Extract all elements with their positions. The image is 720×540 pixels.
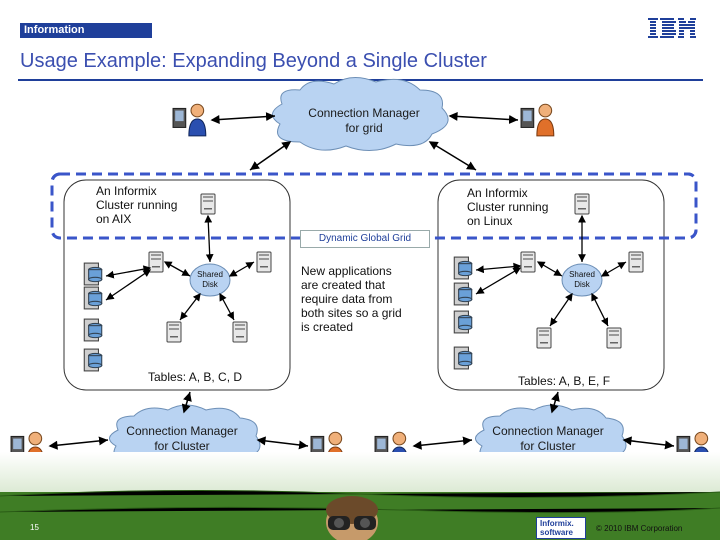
aix-shared-disk-label: Shared Disk bbox=[197, 270, 223, 289]
page-title: Usage Example: Expanding Beyond a Single… bbox=[20, 50, 487, 72]
linux-secondary-server-icon bbox=[520, 251, 536, 273]
aix-cluster-label: An Informix Cluster running on AIX bbox=[96, 184, 178, 226]
page-number: 15 bbox=[30, 523, 39, 532]
linux-shared-disk-label: Shared Disk bbox=[569, 270, 595, 289]
aix-shared-disk bbox=[189, 263, 231, 297]
grid-note: New applications are created that requir… bbox=[301, 264, 402, 334]
aix-secondary-server-icon bbox=[166, 321, 182, 343]
binoculars-person-icon bbox=[326, 496, 378, 540]
footer-landscape bbox=[0, 452, 720, 540]
linux-manager-label: Connection Manager for Cluster bbox=[492, 424, 604, 453]
grid-user-left-icon bbox=[172, 103, 207, 137]
aix-secondary-server-icon bbox=[148, 251, 164, 273]
informix-software-logo: Informix. software bbox=[536, 517, 586, 539]
linux-tables-label: Tables: A, B, E, F bbox=[518, 374, 611, 388]
aix-secondary-server-icon bbox=[256, 251, 272, 273]
aix-manager-label: Connection Manager for Cluster bbox=[126, 424, 238, 453]
linux-cluster-label: An Informix Cluster running on Linux bbox=[467, 186, 549, 228]
aix-primary-server-icon bbox=[200, 193, 216, 215]
linux-secondary-server-icon bbox=[628, 251, 644, 273]
aix-tables-label: Tables: A, B, C, D bbox=[148, 370, 243, 384]
information-management-banner: Information Management bbox=[20, 23, 152, 51]
aix-secondary-server-icon bbox=[232, 321, 248, 343]
copyright-notice: © 2010 IBM Corporation bbox=[596, 524, 683, 533]
linux-primary-server-icon bbox=[574, 193, 590, 215]
linux-secondary-server-icon bbox=[536, 327, 552, 349]
grid-manager-cloud bbox=[272, 77, 449, 151]
ibm-logo bbox=[648, 16, 698, 42]
dynamic-global-grid-label: Dynamic Global Grid bbox=[300, 230, 430, 248]
linux-secondary-server-icon bbox=[606, 327, 622, 349]
linux-shared-disk bbox=[561, 263, 603, 297]
grid-user-right-icon bbox=[520, 103, 555, 137]
grid-manager-label: Connection Manager for grid bbox=[308, 106, 420, 135]
